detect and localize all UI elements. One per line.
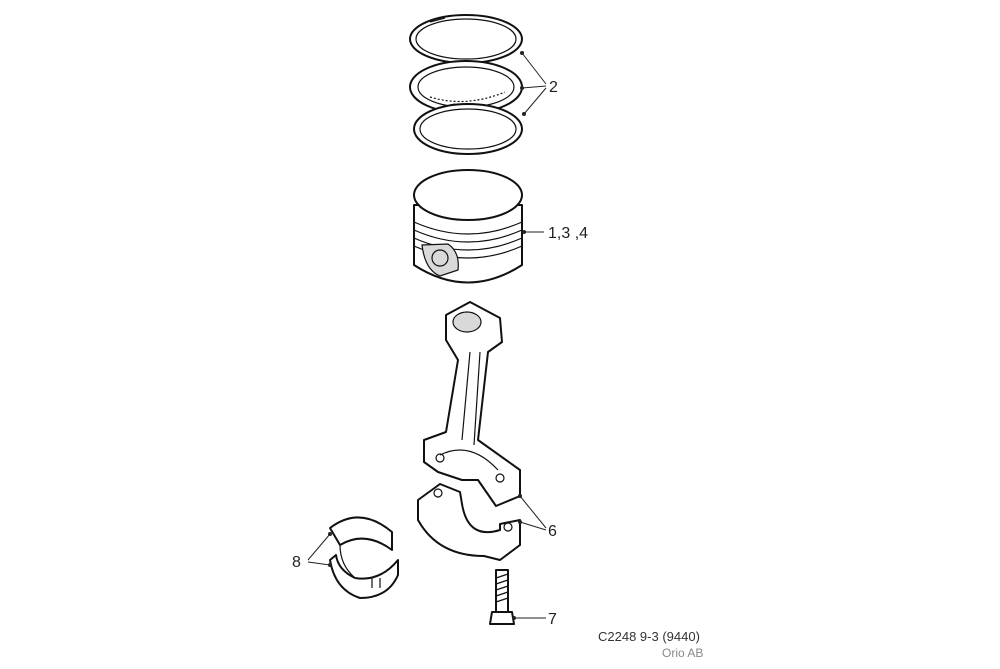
callout-bolt: 7 [548, 611, 557, 628]
callout-bearing: 8 [292, 554, 301, 571]
leader-piston [522, 230, 544, 234]
connecting-rod [423, 301, 521, 507]
callout-piston: 1,3 ,4 [548, 225, 588, 242]
leader-bearing [307, 532, 332, 567]
leader-rod-cap [518, 494, 547, 531]
leader-rings [520, 51, 547, 116]
rod-bolt [489, 569, 515, 625]
ring-top [409, 14, 523, 64]
copyright: Orio AB [662, 646, 703, 660]
callout-rings: 2 [549, 79, 558, 96]
ring-bottom [413, 103, 523, 155]
rod-cap [417, 483, 521, 561]
piston-rings [409, 14, 523, 155]
piston [413, 169, 523, 284]
drawing-code: C2248 9-3 (9440) [598, 629, 700, 644]
callout-rod-cap: 6 [548, 523, 557, 540]
bearing-shells [329, 516, 399, 599]
leader-bolt [512, 616, 546, 620]
